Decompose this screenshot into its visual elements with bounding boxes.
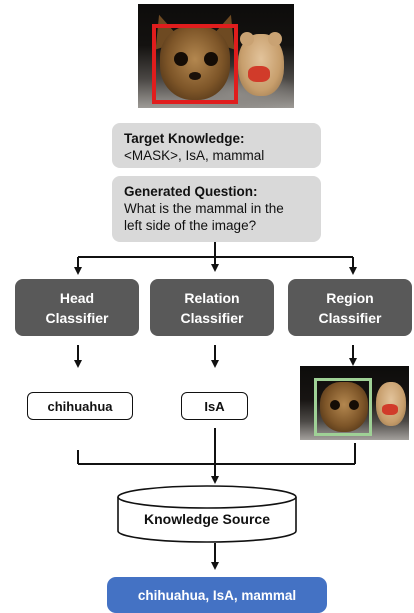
region-classifier-line2: Classifier — [318, 309, 382, 326]
teddy-bear-ear — [268, 32, 282, 46]
generated-question-line1: What is the mammal in the — [124, 201, 284, 216]
relation-classifier-line1: Relation — [184, 289, 240, 306]
final-result: chihuahua, IsA, mammal — [107, 577, 327, 613]
head-classifier-line2: Classifier — [45, 309, 109, 326]
teddy-bear-bow — [382, 404, 398, 415]
dog-head — [160, 26, 230, 100]
region-classifier-line1: Region — [326, 289, 374, 306]
teddy-bear-bow — [248, 66, 270, 82]
dog-nose — [189, 72, 201, 80]
input-image — [138, 4, 294, 108]
dog-eye — [349, 400, 359, 410]
region-bounding-box — [314, 378, 372, 436]
target-knowledge-title: Target Knowledge: — [124, 131, 245, 146]
dog-head — [320, 382, 368, 432]
relation-output: IsA — [181, 392, 248, 420]
dog-eye — [330, 400, 340, 410]
head-classifier-line1: Head — [59, 289, 95, 306]
relation-classifier: Relation Classifier — [150, 279, 274, 336]
knowledge-source-label: Knowledge Source — [143, 511, 271, 527]
target-bounding-box — [152, 24, 238, 104]
teddy-bear-ear — [240, 32, 254, 46]
knowledge-source-cylinder — [117, 485, 297, 543]
head-classifier: Head Classifier — [15, 279, 139, 336]
dog-eye — [204, 52, 218, 66]
head-output: chihuahua — [27, 392, 133, 420]
target-knowledge-text: <MASK>, IsA, mammal — [124, 148, 265, 163]
dog-eye — [174, 52, 188, 66]
region-classifier: Region Classifier — [288, 279, 412, 336]
relation-classifier-line2: Classifier — [180, 309, 244, 326]
generated-question-title: Generated Question: — [124, 184, 258, 199]
target-knowledge-card: Target Knowledge: <MASK>, IsA, mammal — [112, 123, 321, 168]
generated-question-card: Generated Question: What is the mammal i… — [112, 176, 321, 242]
region-output-image — [300, 366, 409, 440]
generated-question-line2: left side of the image? — [124, 218, 257, 233]
